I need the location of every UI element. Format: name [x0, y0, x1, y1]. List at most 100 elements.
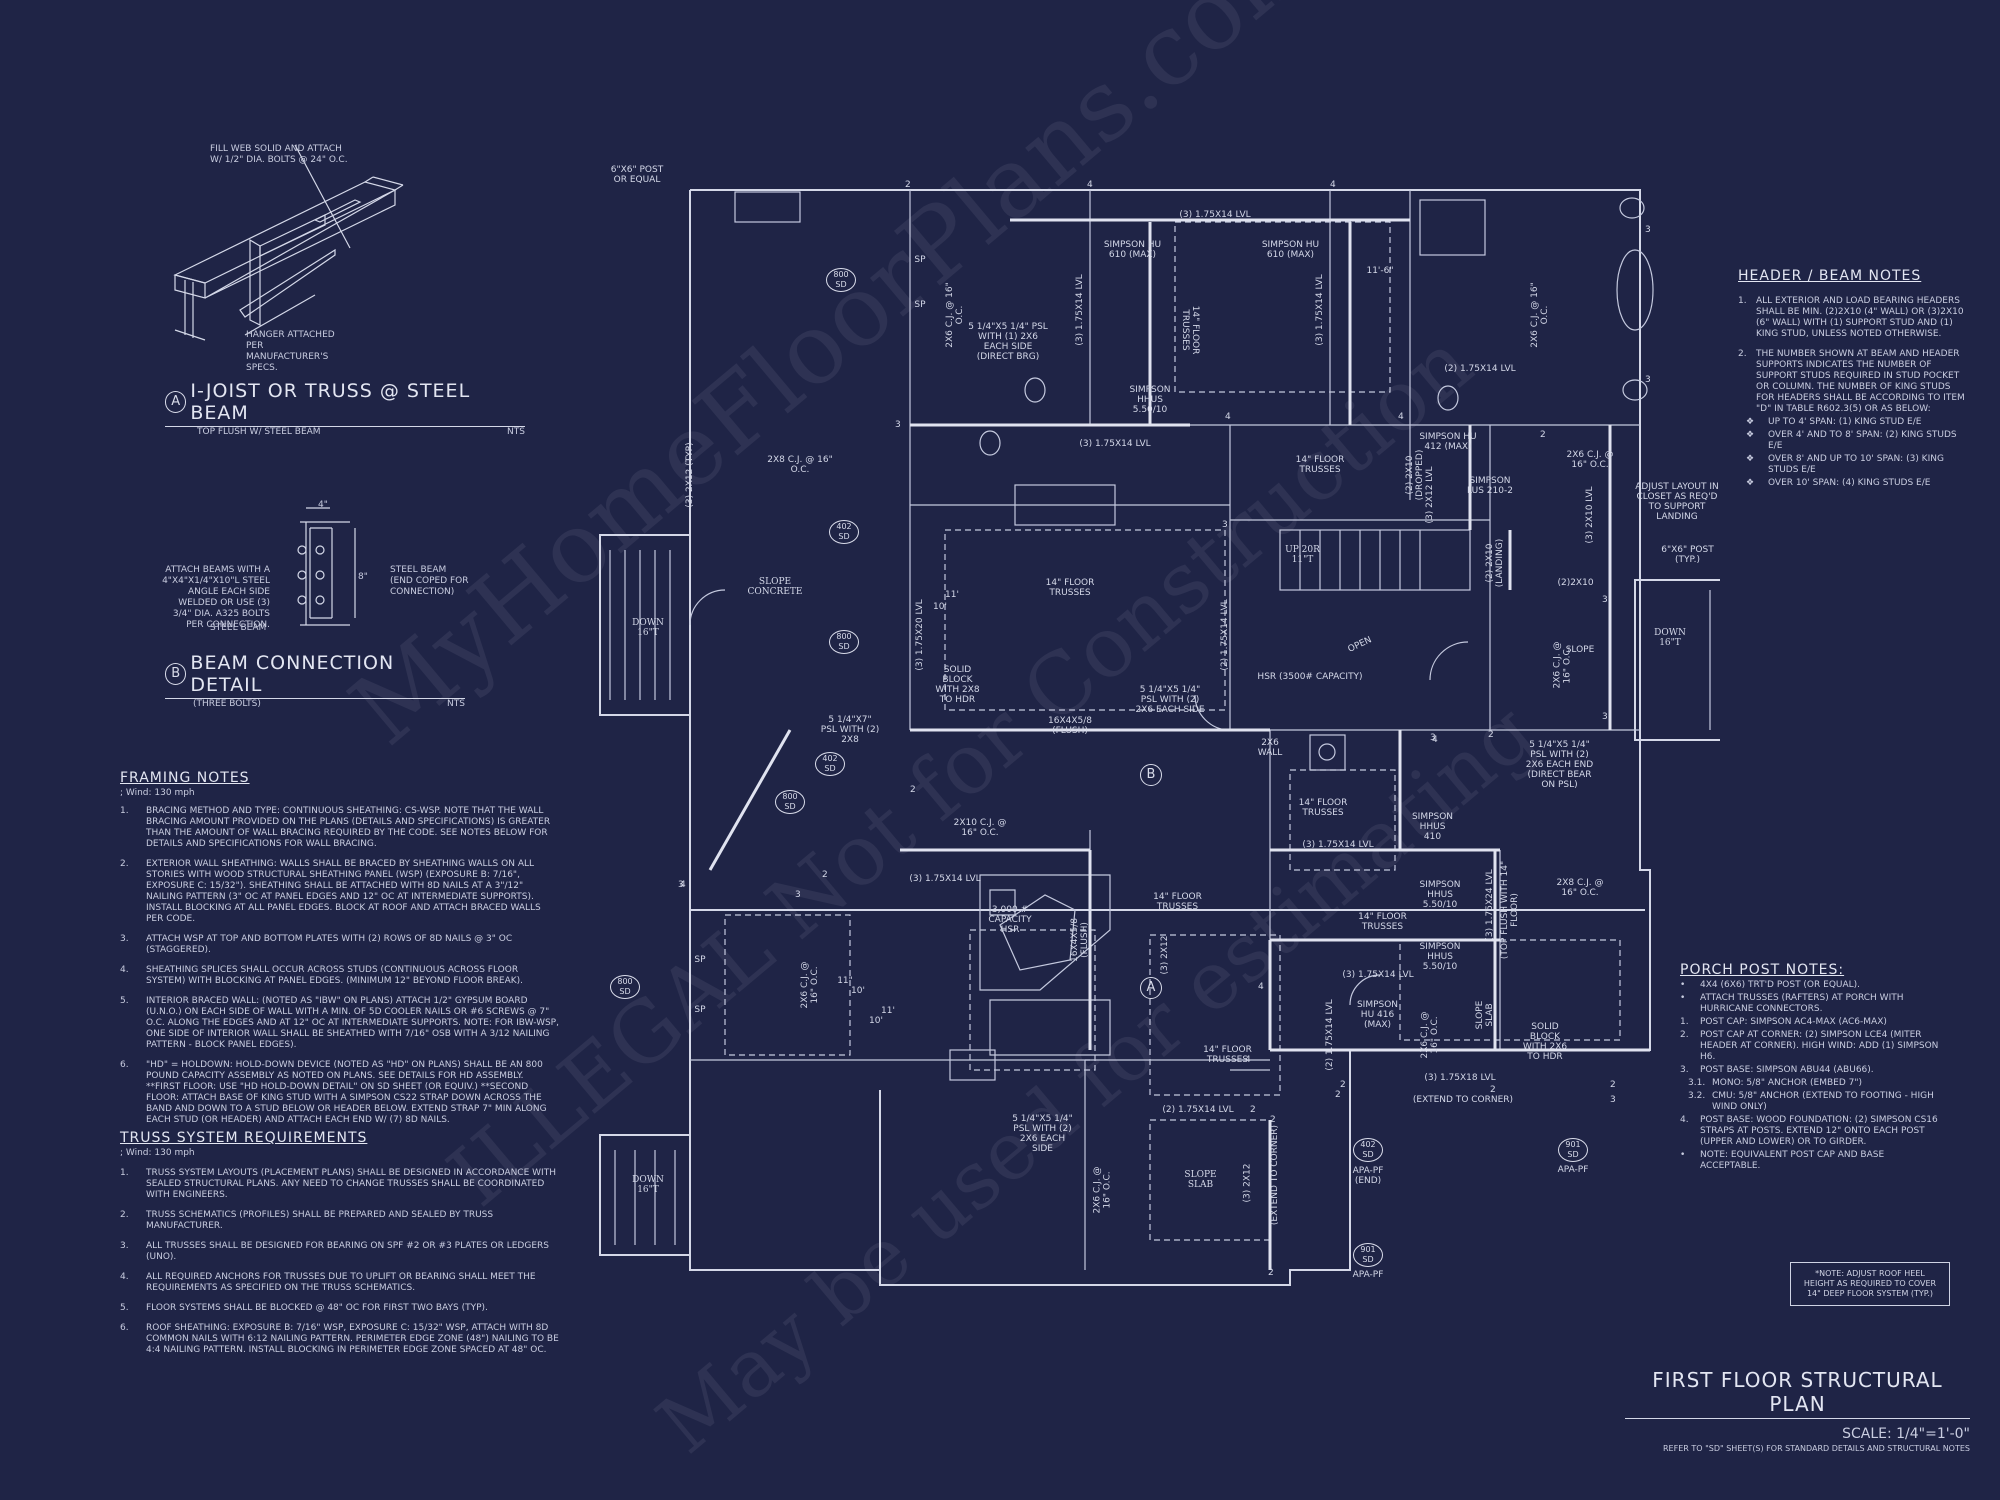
roof-heel-note: *NOTE: ADJUST ROOF HEEL HEIGHT AS REQUIR…	[1790, 1262, 1950, 1306]
support-number: 3	[1645, 225, 1651, 235]
support-number: 3	[1602, 712, 1608, 722]
detail-b-subtitle: (THREE BOLTS)	[193, 699, 261, 709]
label-down-left: DOWN 16"T	[632, 618, 664, 638]
detail-b-title-block: B BEAM CONNECTION DETAIL (THREE BOLTS) N…	[165, 652, 465, 710]
list-item: 4.POST BASE: WOOD FOUNDATION: (2) SIMPSO…	[1680, 1115, 1938, 1147]
support-number: 3	[1602, 595, 1608, 605]
label-floor-trusses-k: 14" FLOOR TRUSSES	[1153, 892, 1202, 912]
framing-notes-list: 1.BRACING METHOD AND TYPE: CONTINUOUS SH…	[120, 806, 560, 1126]
label-hss-flush-v: 16x4x5/8 (FLUSH)	[1070, 918, 1090, 962]
list-item: ❖OVER 4' AND TO 8' SPAN: (2) KING STUDS …	[1746, 430, 1957, 451]
label-lvl-175x14-mid: (3) 1.75x14 LVL	[1079, 439, 1151, 449]
plan-refer-note: REFER TO "SD" SHEET(S) FOR STANDARD DETA…	[1662, 1444, 1970, 1453]
header-beam-notes-list: 1.ALL EXTERIOR AND LOAD BEARING HEADERS …	[1738, 296, 1970, 415]
header-beam-notes: HEADER / BEAM NOTES 1.ALL EXTERIOR AND L…	[1738, 268, 1970, 491]
label-lvl-2-175x14-lower: (2) 1.75x14 LVL	[1162, 1105, 1234, 1115]
label-floor-trusses-v: 14" FLOOR TRUSSES	[1180, 305, 1200, 355]
detail-b-letter: B	[165, 663, 187, 685]
list-item: 1.TRUSS SYSTEM LAYOUTS (PLACEMENT PLANS)…	[120, 1168, 556, 1200]
list-item: •NOTE: EQUIVALENT POST CAP AND BASE ACCE…	[1680, 1150, 1885, 1171]
list-item: 5.FLOOR SYSTEMS SHALL BE BLOCKED @ 48" O…	[120, 1303, 488, 1313]
support-number: 2	[905, 180, 911, 190]
support-number: 4	[1432, 735, 1438, 745]
support-number: 4	[1398, 412, 1404, 422]
list-item: 2.EXTERIOR WALL SHEATHING: WALLS SHALL B…	[120, 859, 541, 924]
support-number: 2	[1268, 1268, 1274, 1278]
label-dim-11: 11'	[945, 590, 959, 600]
label-solid-block-lower: SOLID BLOCK WITH 2x6 TO HDR	[1522, 1022, 1568, 1062]
detail-a-drawing	[173, 144, 404, 341]
list-item: 3.ALL TRUSSES SHALL BE DESIGNED FOR BEAR…	[120, 1241, 549, 1262]
label-hsr: HSR (3500# CAPACITY)	[1257, 672, 1363, 682]
truss-notes-wind: ; Wind: 130 mph	[120, 1148, 195, 1158]
label-simpson-lus: SIMPSON LUS 210-2	[1467, 476, 1513, 496]
plan-scale: SCALE: 1/4"=1'-0"	[1842, 1426, 1970, 1442]
label-dim-10: 10'	[933, 602, 947, 612]
header-beam-notes-title: HEADER / BEAM NOTES	[1738, 268, 1922, 284]
detail-b-scale: NTS	[447, 699, 465, 709]
support-number: 2	[1488, 730, 1494, 740]
list-item: 2.POST CAP AT CORNER: (2) SIMPSON LCE4 (…	[1680, 1030, 1939, 1062]
list-item: 6.ROOF SHEATHING: EXPOSURE B: 7/16" WSP,…	[120, 1323, 559, 1355]
list-item: 4.ALL REQUIRED ANCHORS FOR TRUSSES DUE T…	[120, 1272, 536, 1293]
label-lvl-2x10-far: (3) 2x10 LVL	[1585, 486, 1595, 544]
label-psl-left: 5 1/4"x7" PSL WITH (2) 2x8	[820, 715, 880, 745]
section-marker-a: A	[1140, 977, 1162, 999]
label-floor-trusses-lower: 14" FLOOR TRUSSES	[1203, 1045, 1252, 1065]
label-slope-slab: SLOPE SLAB	[1184, 1170, 1217, 1190]
detail-b-drawing	[297, 507, 356, 626]
label-lvl-175x14-center-v: (2) 1.75x14 LVL	[1220, 599, 1230, 671]
label-lvl-2-175x14: (2) 1.75x14 LVL	[1444, 364, 1516, 374]
label-cj-2x10: 2x10 C.J. @ 16" O.C.	[953, 818, 1007, 838]
label-lvl-2x12-garage: (3) 2x12	[1242, 1163, 1253, 1203]
list-item: 3.ATTACH WSP AT TOP AND BOTTOM PLATES WI…	[120, 934, 513, 955]
detail-b-dim-side: 8"	[358, 572, 368, 582]
label-simpson-hhus: SIMPSON HHUS 5.50/10	[1129, 385, 1171, 415]
label-psl-lower: 5 1/4"x5 1/4" PSL WITH (2) 2x6 EACH SIDE	[1012, 1114, 1073, 1154]
support-number: 2	[1490, 1085, 1496, 1095]
label-cj-2x8-right: 2x8 C.J. @ 16" O.C.	[1556, 878, 1604, 898]
label-lvl-175x18: (3) 1.75x18 LVL	[1424, 1073, 1496, 1083]
label-post-6x6-typ: 6"x6" POST (TYP.)	[1661, 545, 1714, 565]
label-psl-top: 5 1/4"x5 1/4" PSL WITH (1) 2x6 EACH SIDE…	[968, 322, 1048, 362]
label-extend-corner: (EXTEND TO CORNER)	[1412, 1095, 1514, 1105]
label-lvl-175x20: (3) 1.75x20 LVL	[915, 599, 925, 671]
label-lvl-2x10-landing: (2) 2x10 (LANDING)	[1485, 538, 1505, 588]
detail-a-title: I-JOIST OR TRUSS @ STEEL BEAM	[190, 380, 471, 424]
support-number: 4	[1087, 180, 1093, 190]
porch-post-notes-list: •4X4 (6x6) TRT'D POST (OR EQUAL). •ATTAC…	[1680, 980, 1942, 1172]
support-number: 2	[1335, 1090, 1341, 1100]
label-lvl-175x14-lower: (3) 1.75x14 LVL	[1342, 970, 1414, 980]
support-number: 3	[678, 880, 684, 890]
list-item: ❖OVER 8' AND UP TO 10' SPAN: (3) KING ST…	[1746, 454, 1944, 475]
list-item: 3.2.CMU: 5/8" ANCHOR (EXTEND TO FOOTING …	[1688, 1091, 1934, 1112]
support-number: 4	[1245, 1055, 1251, 1065]
label-cj-2x6-far-right: 2x6 C.J. @ 16" O.C.	[1566, 450, 1614, 470]
detail-b-callout-steel-beam: STEEL BEAM	[210, 623, 267, 633]
label-hsr-3000: 3,000 # CAPACITY HSR	[988, 905, 1032, 935]
label-dropped-2x10: (2) 2x10 (DROPPED)	[1405, 449, 1425, 501]
support-number: 2	[1340, 1080, 1346, 1090]
label-cj-2x6-right-mid: 2x6 C.J. @ 16" O.C.	[1552, 641, 1573, 689]
detail-a-letter: A	[165, 391, 187, 413]
porch-post-notes: PORCH POST NOTES: •4X4 (6x6) TRT'D POST …	[1680, 962, 1942, 1174]
label-lvl-175x14-small: (3) 1.75x14 LVL	[1302, 840, 1374, 850]
section-marker-b: B	[1140, 764, 1162, 786]
header-beam-bullets: ❖UP TO 4' SPAN: (1) KING STUD E/E ❖OVER …	[1746, 417, 1970, 489]
support-number: 3	[795, 890, 801, 900]
label-sp-b: SP	[914, 300, 926, 310]
label-sp-d: SP	[694, 1005, 706, 1015]
truss-notes: TRUSS SYSTEM REQUIREMENTS ; Wind: 130 mp…	[120, 1130, 560, 1365]
support-number: 2	[1270, 1115, 1276, 1125]
plan-title: FIRST FLOOR STRUCTURAL PLAN	[1625, 1368, 1970, 1419]
support-number: 3	[1645, 375, 1651, 385]
label-lvl-175x14-kitchen: (3) 1.75x14 LVL	[909, 874, 981, 884]
truss-notes-list: 1.TRUSS SYSTEM LAYOUTS (PLACEMENT PLANS)…	[120, 1168, 560, 1356]
detail-b-dim-top: 4"	[318, 500, 328, 510]
label-floor-trusses-small: 14" FLOOR TRUSSES	[1298, 798, 1348, 818]
label-lvl-175x14-lower-v: (2) 1.75x14 LVL	[1325, 999, 1335, 1071]
label-cj-2x8-left: 2x8 C.J. @ 16" O.C.	[767, 455, 833, 475]
